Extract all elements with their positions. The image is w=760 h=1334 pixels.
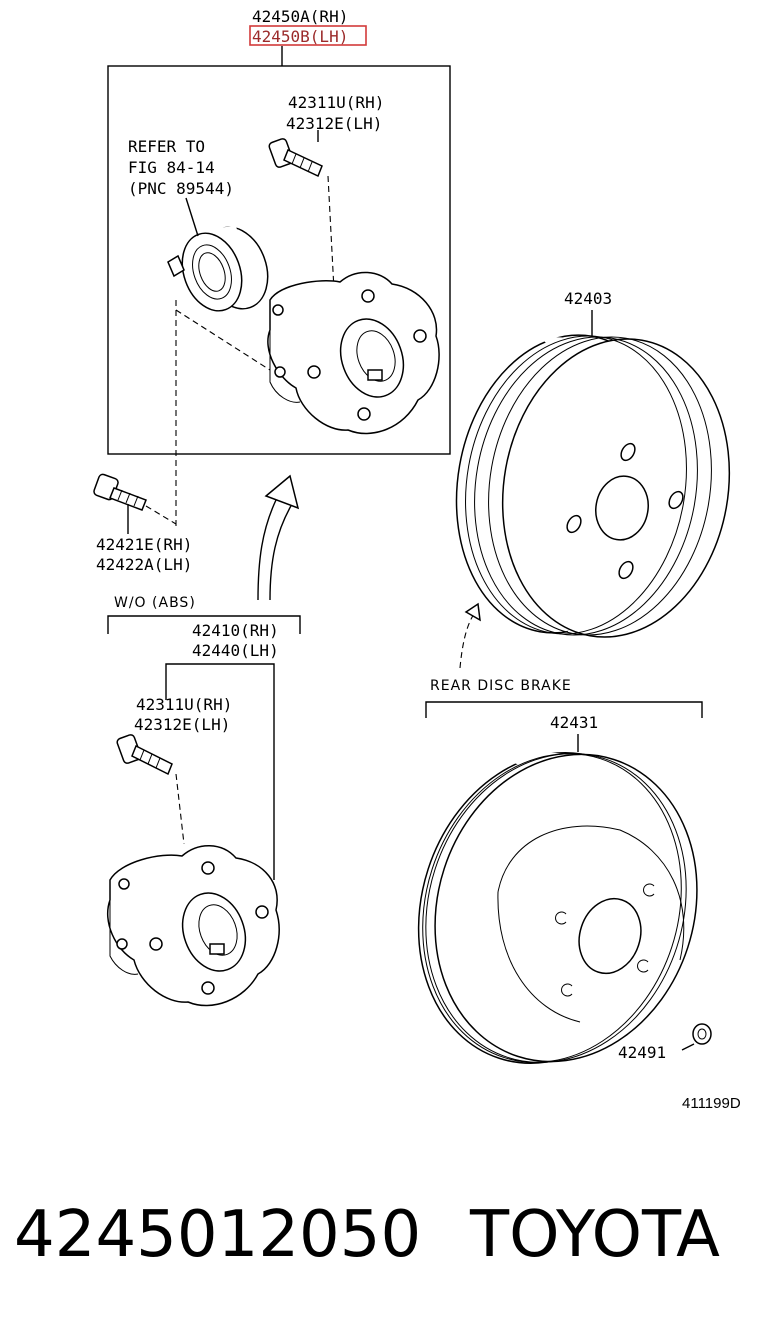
label-drum[interactable]: 42403 [564,289,612,308]
figure-id: 411199D [682,1095,741,1112]
bracket-rear-disc [425,701,703,718]
hub-bolt-bottom-icon[interactable] [116,734,173,776]
brake-drum-icon[interactable] [434,318,753,656]
label-bolt-bot-rh[interactable]: 42311U(RH) [136,695,232,714]
hub-flange-bottom-icon[interactable] [106,845,280,1007]
label-bolt-top-lh[interactable]: 42312E(LH) [286,114,382,133]
leader-refer [185,197,199,237]
set-screw-icon[interactable] [692,1023,712,1045]
part-number: 4245012050 [14,1198,421,1272]
brake-disc-icon[interactable] [379,719,736,1097]
label-refer-line1: REFER TO [128,137,205,156]
label-rear-disc-brake: REAR DISC BRAKE [430,678,572,694]
hub-flange-top-icon[interactable] [267,271,440,435]
brand-name: TOYOTA [469,1198,720,1272]
dash-bolt-top [327,175,335,291]
dash-bolt-bottom [175,773,185,845]
hub-bolt-top-icon[interactable] [268,138,323,178]
bracket-wo-abs [107,615,301,634]
label-bolt-top-rh[interactable]: 42311U(RH) [288,93,384,112]
leader-screw [681,1043,695,1051]
label-screw[interactable]: 42491 [618,1043,666,1062]
mount-bolt-icon[interactable] [93,473,147,511]
label-mount-bolt-lh[interactable]: 42422A(LH) [96,555,192,574]
label-hub-wo-rh[interactable]: 42410(RH) [192,621,279,640]
label-mount-bolt-rh[interactable]: 42421E(RH) [96,535,192,554]
label-disc[interactable]: 42431 [550,713,598,732]
drum-arrow-head-icon [464,602,481,622]
label-hub-assy-lh[interactable]: 42450B(LH) [252,27,348,46]
label-refer-line2: FIG 84-14 [128,158,215,177]
label-hub-assy-rh[interactable]: 42450A(RH) [252,7,348,26]
dash-mount-bolt [145,505,177,525]
dash-drum-arrow [459,613,475,669]
hub-bearing-icon[interactable] [167,218,279,319]
label-refer-line3: (PNC 89544) [128,179,234,198]
label-hub-wo-lh[interactable]: 42440(LH) [192,641,279,660]
highlight-box [249,25,367,46]
label-bolt-bot-lh[interactable]: 42312E(LH) [134,715,230,734]
curved-arrow-icon [257,474,300,601]
hub-assembly-frame [107,65,451,455]
leader-hub-wo [165,663,275,880]
dash-bearing [175,309,271,371]
label-wo-abs: W/O (ABS) [114,595,196,611]
